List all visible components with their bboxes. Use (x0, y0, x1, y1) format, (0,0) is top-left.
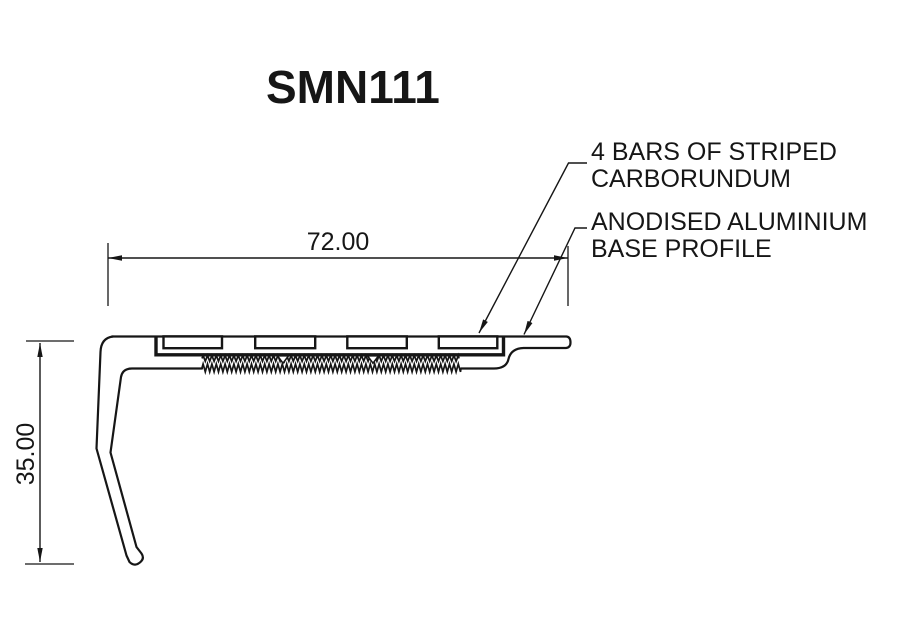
carborundum-bar (162, 335, 224, 350)
dimension-height-value: 35.00 (12, 423, 40, 486)
profile-pocket-line (154, 337, 506, 357)
label-base-profile-line2: BASE PROFILE (591, 235, 772, 263)
leader-line-carborundum (478, 162, 587, 334)
dimension-width-value: 72.00 (307, 228, 370, 256)
label-carborundum-line1: 4 BARS OF STRIPED (591, 138, 837, 166)
profile-outline-leg (95, 335, 204, 566)
label-carborundum-line2: CARBORUNDUM (591, 165, 791, 193)
label-base-profile-line1: ANODISED ALUMINIUM (591, 208, 867, 236)
carborundum-bar (437, 335, 499, 350)
carborundum-bar (346, 335, 408, 350)
serration-notch-left (275, 355, 291, 365)
serration-lower (201, 360, 462, 376)
serration-notch-right (365, 355, 381, 365)
carborundum-bar (253, 335, 317, 350)
leader-line-base-profile (523, 227, 587, 335)
drawing-title: SMN111 (266, 61, 440, 113)
serration-upper (201, 352, 460, 364)
profile-outline-top (110, 335, 572, 370)
